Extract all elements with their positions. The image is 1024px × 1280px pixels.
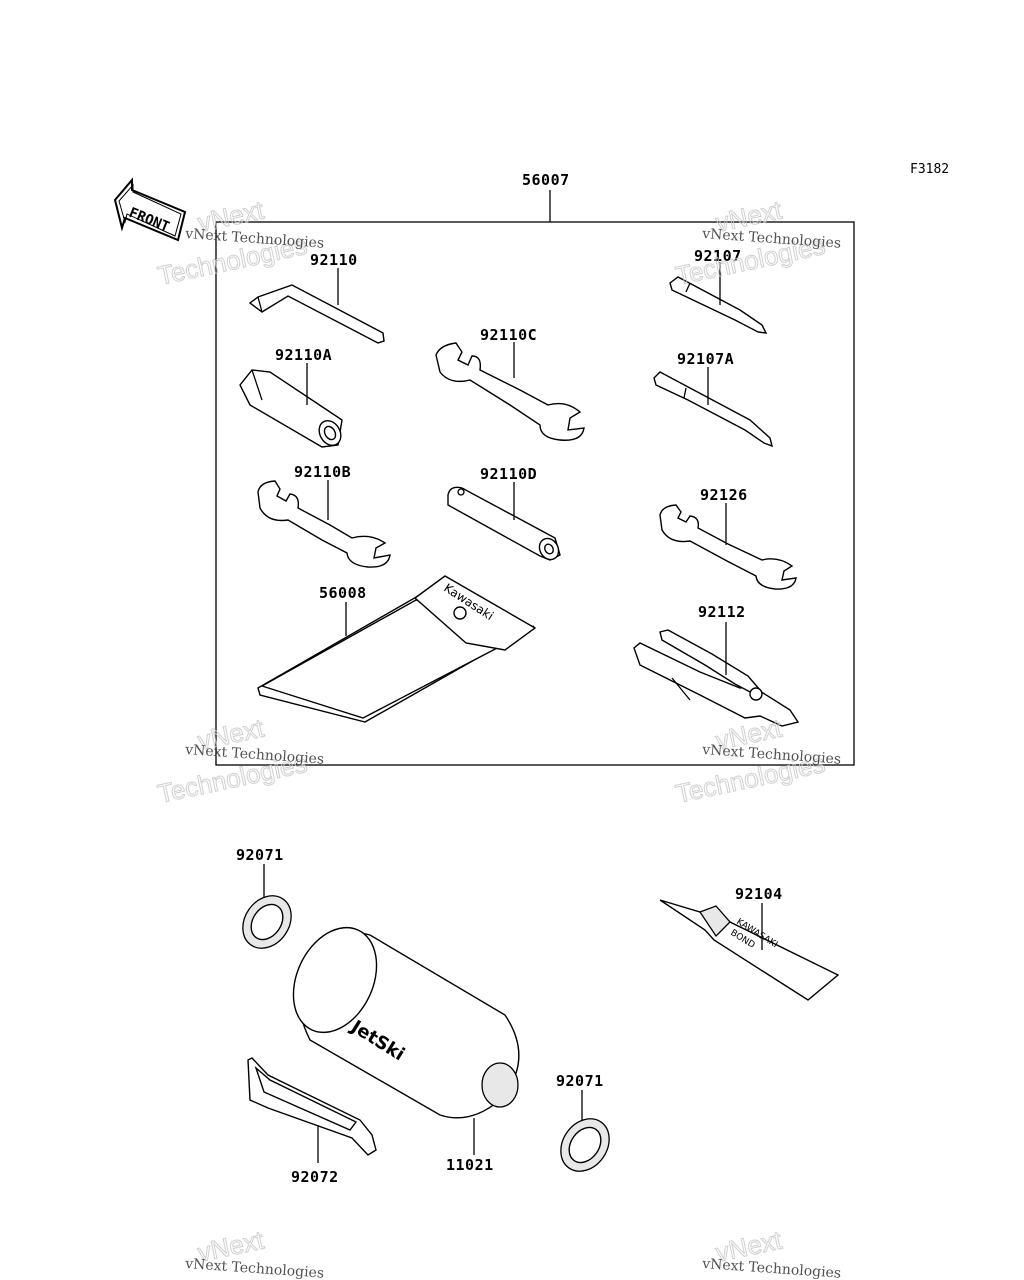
watermark-bottom-left: vNext vNext Technologies (184, 1224, 325, 1280)
label-92107A: 92107A (677, 350, 734, 368)
wrench-92126: 92126 (659, 486, 797, 590)
label-92110D: 92110D (480, 465, 537, 483)
tool-kit-box: 56007 (215, 171, 855, 766)
washer-92071-right: 92071 (556, 1072, 610, 1172)
kit-part-number: 56007 (522, 171, 570, 189)
screwdriver-92107A: 92107A (653, 350, 774, 448)
wrench-92110C: 92110C (435, 326, 585, 441)
label-11021: 11021 (446, 1156, 494, 1174)
figure-code: F3182 (910, 162, 949, 177)
label-92107: 92107 (694, 247, 742, 265)
label-92104: 92104 (735, 885, 783, 903)
watermark-mid-right: vNext Technologies vNext Technologies (673, 712, 842, 809)
socket-92110A: 92110A (239, 346, 343, 448)
label-92110: 92110 (310, 251, 358, 269)
label-92072: 92072 (291, 1168, 339, 1186)
watermark-top-left: vNext Technologies vNext Technologies (155, 194, 325, 291)
label-92110C: 92110C (480, 326, 537, 344)
pliers-92112: 92112 (633, 603, 800, 727)
fuel-tank-11021: JetSki 11021 (292, 926, 520, 1174)
label-56008: 56008 (319, 584, 367, 602)
wrench-92110B: 92110B (257, 463, 391, 568)
svg-text:vNext Technologies: vNext Technologies (184, 1256, 325, 1280)
watermark-mid-left: vNext Technologies vNext Technologies (155, 712, 325, 809)
front-arrow-icon: FRONT (113, 177, 187, 242)
tool-pouch-56008: Kawasaki 56008 (257, 575, 537, 723)
bracket-92072: 92072 (247, 1057, 377, 1186)
watermark-top-right: vNext Technologies vNext Technologies (673, 194, 842, 291)
box-wrench-92110D: 92110D (447, 465, 561, 561)
bond-tube-92104: KAWASAKI BOND 92104 (659, 885, 840, 1001)
label-92071-left: 92071 (236, 846, 284, 864)
label-92071-right: 92071 (556, 1072, 604, 1090)
watermark-bottom-right: vNext vNext Technologies (701, 1224, 842, 1280)
label-92112: 92112 (698, 603, 746, 621)
washer-92071-left: 92071 (236, 846, 292, 949)
label-92110B: 92110B (294, 463, 351, 481)
label-92126: 92126 (700, 486, 748, 504)
hex-key-92110: 92110 (248, 251, 385, 344)
svg-text:vNext Technologies: vNext Technologies (701, 1256, 842, 1280)
screwdriver-92107: 92107 (669, 247, 768, 334)
label-92110A: 92110A (275, 346, 332, 364)
